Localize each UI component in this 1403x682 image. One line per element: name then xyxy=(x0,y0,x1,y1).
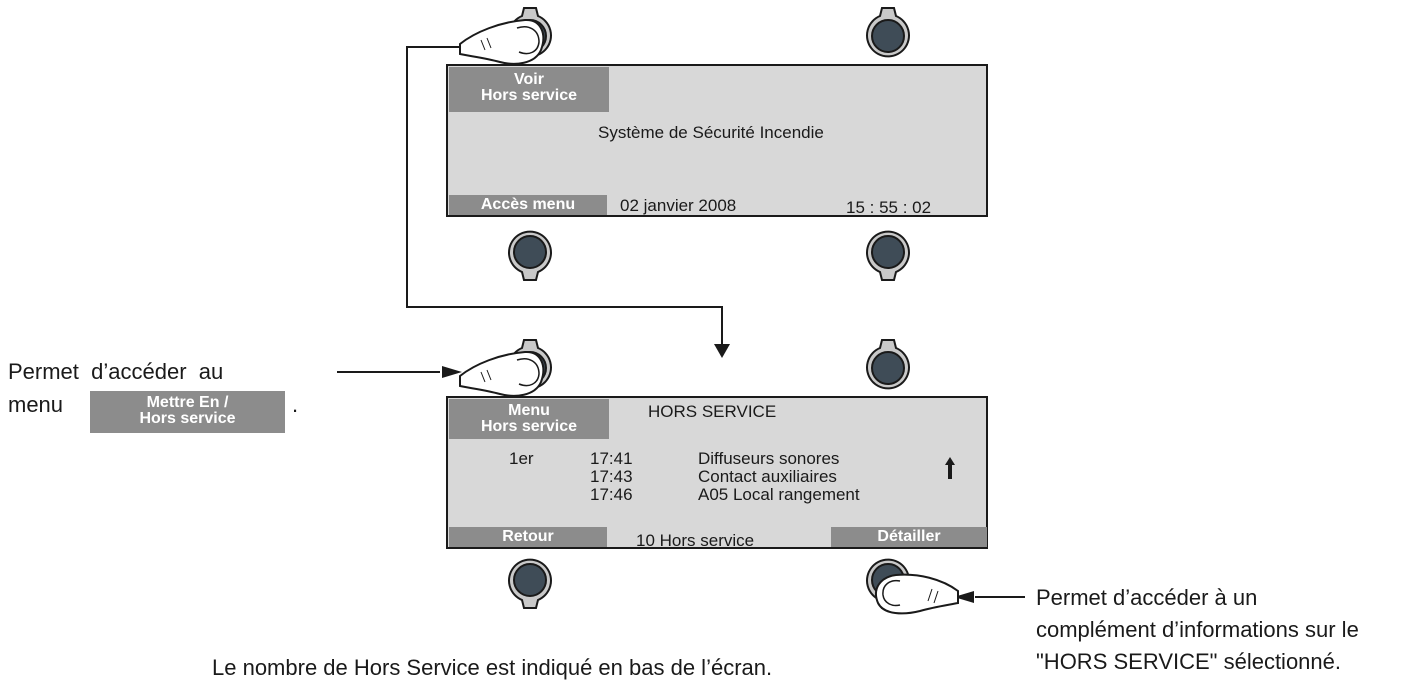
list-rank: 1er xyxy=(509,449,534,468)
list-item-label: Diffuseurs sonores xyxy=(698,449,840,468)
softkey-detailler[interactable]: Détailler xyxy=(831,527,987,547)
left-annotation-period: . xyxy=(292,392,299,417)
panel-screen-hors-service: Menu Hors service HORS SERVICE 1er 17:41… xyxy=(446,396,988,550)
softkey-menu-hors-service[interactable]: Menu Hors service xyxy=(449,399,609,439)
screen-title: Système de Sécurité Incendie xyxy=(598,123,824,142)
list-item-time: 17:41 xyxy=(590,449,633,468)
top-right-soft-button[interactable] xyxy=(863,6,913,68)
screen-time: 15 : 55 : 02 xyxy=(846,198,932,217)
list-item-time: 17:46 xyxy=(590,485,633,504)
flow-arrowhead xyxy=(714,344,730,358)
left-annotation-line1: Permet d’accéder au xyxy=(8,359,224,384)
left-annotation-line2: menu xyxy=(8,392,64,417)
finger-press-icon xyxy=(459,18,545,65)
list-item-label: Contact auxiliaires xyxy=(698,467,837,486)
hors-service-count: 10 Hors service xyxy=(636,531,755,550)
bottom-left-soft-button[interactable] xyxy=(505,220,555,282)
inline-softkey-mettre-en-hors-service: Mettre En / Hors service xyxy=(90,391,285,433)
right-annotation-line1: Permet d’accéder à un xyxy=(1036,585,1258,610)
panel-screen-main: Voir Hors service Système de Sécurité In… xyxy=(446,64,988,217)
up-arrow-icon xyxy=(945,457,955,479)
finger-press-icon xyxy=(459,350,545,397)
screen-title: HORS SERVICE xyxy=(648,402,777,421)
softkey-voir-hors-service[interactable]: Voir Hors service xyxy=(449,67,609,112)
list-item-time: 17:43 xyxy=(590,467,633,486)
bottom-caption: Le nombre de Hors Service est indiqué en… xyxy=(212,655,773,680)
right-annotation-line3: "HORS SERVICE" sélectionné. xyxy=(1036,649,1342,674)
flow-line xyxy=(406,46,723,345)
right-pointer-arrowhead xyxy=(954,591,974,603)
left-pointer-arrowhead xyxy=(442,366,462,378)
screen-date: 02 janvier 2008 xyxy=(620,196,737,215)
right-annotation-line2: complément d’informations sur le xyxy=(1036,617,1359,642)
finger-press-icon xyxy=(875,573,959,615)
top-right-soft-button[interactable] xyxy=(863,338,913,400)
softkey-retour[interactable]: Retour xyxy=(449,527,607,547)
softkey-acces-menu[interactable]: Accès menu xyxy=(449,195,607,215)
bottom-right-soft-button[interactable] xyxy=(863,220,913,282)
list-item-label: A05 Local rangement xyxy=(698,485,860,504)
bottom-left-soft-button[interactable] xyxy=(505,548,555,610)
